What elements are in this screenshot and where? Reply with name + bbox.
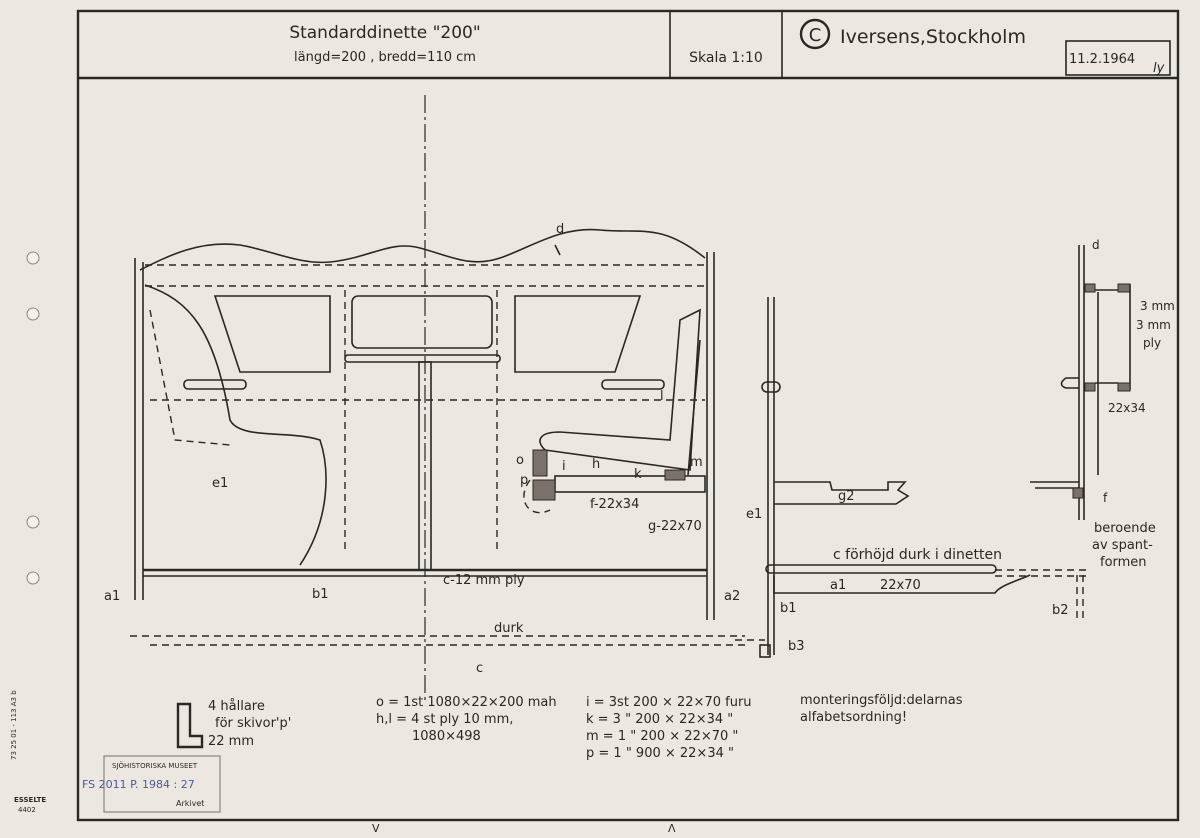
svg-text:alfabetsordning!: alfabetsordning! [800, 710, 907, 725]
svg-text:ESSELTE: ESSELTE [14, 796, 46, 804]
svg-text:SJÖHISTORISKA MUSEET: SJÖHISTORISKA MUSEET [112, 761, 198, 770]
svg-text:o: o [516, 453, 524, 468]
svg-text:Λ: Λ [668, 822, 676, 835]
svg-text:b1: b1 [780, 601, 797, 616]
svg-text:m: m [690, 455, 703, 470]
svg-text:d: d [556, 222, 564, 237]
svg-text:h,l = 4 st ply 10 mm,: h,l = 4 st ply 10 mm, [376, 712, 513, 727]
svg-text:b3: b3 [788, 639, 805, 654]
svg-text:e1: e1 [212, 476, 228, 491]
svg-text:f-22x34: f-22x34 [590, 497, 639, 512]
svg-text:c förhöjd durk i dinetten: c förhöjd durk i dinetten [833, 547, 1002, 563]
svg-text:3 mm: 3 mm [1136, 318, 1171, 332]
svg-text:V: V [372, 822, 380, 835]
svg-text:m = 1 " 200 × 22×70 ": m = 1 " 200 × 22×70 " [586, 729, 738, 744]
detail-view-labels: d 3 mm 3 mm ply 22x34 f [1092, 238, 1175, 505]
main-view-labels: d e1 a1 b1 c-12 mm ply a2 durk c l o p i… [104, 222, 740, 676]
copyright-symbol: C [809, 25, 822, 46]
svg-text:formen: formen [1100, 555, 1147, 570]
company-name: Iversens,Stockholm [840, 26, 1026, 48]
svg-text:Arkivet: Arkivet [176, 799, 204, 808]
svg-text:p: p [520, 473, 528, 488]
svg-text:1080×498: 1080×498 [412, 729, 481, 744]
svg-text:i = 3st 200 × 22×70 furu: i = 3st 200 × 22×70 furu [586, 695, 752, 710]
archive-number: FS 2011 P. 1984 : 27 [82, 778, 195, 791]
notes: 4 hållare för skivor'p' 22 mm o = 1st 10… [176, 693, 963, 761]
svg-text:g-22x70: g-22x70 [648, 519, 702, 534]
svg-text:f: f [1103, 491, 1108, 505]
svg-text:a2: a2 [724, 589, 740, 604]
svg-text:för skivor'p': för skivor'p' [215, 716, 291, 731]
svg-text:73 25 01 - 113 A3 b: 73 25 01 - 113 A3 b [10, 690, 18, 760]
archive-stamp [103, 755, 221, 813]
svg-text:22x70: 22x70 [880, 578, 921, 593]
cabinet-detail-view [1030, 245, 1131, 520]
svg-text:b2: b2 [1052, 603, 1069, 618]
svg-text:d: d [1092, 238, 1100, 252]
drawing-subtitle: längd=200 , bredd=110 cm [294, 50, 476, 65]
svg-text:4 hållare: 4 hållare [208, 699, 265, 714]
copyright-icon [799, 18, 831, 50]
svg-text:4402: 4402 [18, 806, 36, 814]
binder-holes [26, 251, 40, 585]
svg-text:ply: ply [1143, 336, 1161, 350]
svg-text:a1: a1 [104, 589, 120, 604]
svg-text:av spant-: av spant- [1092, 538, 1153, 553]
svg-text:22 mm: 22 mm [208, 734, 254, 749]
svg-text:p = 1 " 900 × 22×34 ": p = 1 " 900 × 22×34 " [586, 746, 734, 761]
svg-text:3 mm: 3 mm [1140, 299, 1175, 313]
svg-text:k = 3 " 200 × 22×34 ": k = 3 " 200 × 22×34 " [586, 712, 733, 727]
svg-text:i: i [562, 459, 566, 474]
svg-text:a1: a1 [830, 578, 846, 593]
side-section-view [735, 297, 1090, 658]
svg-text:o = 1st 1080×22×200 mah: o = 1st 1080×22×200 mah [376, 695, 557, 710]
svg-text:beroende: beroende [1094, 521, 1156, 536]
svg-text:l: l [660, 389, 664, 404]
drawing-title: Standarddinette "200" [289, 23, 480, 43]
side-view-labels: g2 e1 c förhöjd durk i dinetten a1 22x70… [746, 489, 1156, 654]
svg-text:g2: g2 [838, 489, 855, 504]
drawing-frame [76, 9, 1180, 822]
svg-text:c: c [476, 661, 483, 676]
drawing-scale: Skala 1:10 [689, 50, 763, 66]
signature: ly [1153, 61, 1165, 76]
margin-marks: 73 25 01 - 113 A3 b ESSELTE 4402 SJÖHIST… [10, 690, 676, 835]
drawing-date: 11.2.1964 [1069, 52, 1135, 67]
svg-text:c-12 mm ply: c-12 mm ply [443, 573, 525, 588]
svg-text:22x34: 22x34 [1108, 401, 1146, 415]
svg-text:e1: e1 [746, 507, 762, 522]
svg-text:b1: b1 [312, 587, 329, 602]
svg-text:monteringsföljd:delarnas: monteringsföljd:delarnas [800, 693, 963, 708]
main-elevation-view [130, 95, 745, 700]
svg-text:k: k [634, 467, 642, 482]
svg-text:durk: durk [494, 621, 524, 636]
svg-text:h: h [592, 457, 600, 472]
